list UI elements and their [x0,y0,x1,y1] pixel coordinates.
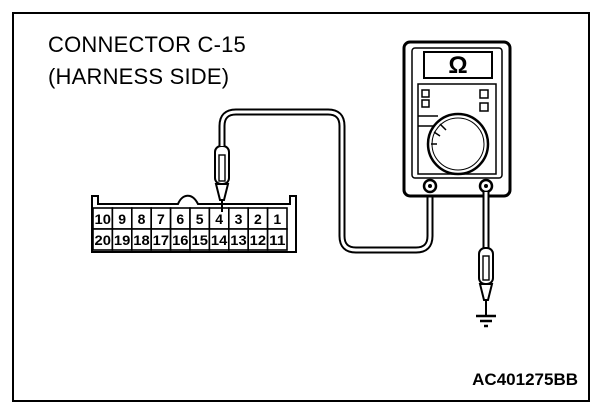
ohm-symbol: Ω [448,52,467,79]
pin-number: 8 [138,211,146,227]
probe-terminal-4 [214,145,230,212]
pin-number: 4 [215,211,223,227]
figure-id: AC401275BB [472,370,578,389]
pin-number: 15 [192,232,209,248]
pin-number: 16 [172,232,189,248]
pin-number: 3 [235,211,243,227]
ground-icon [476,314,496,328]
probe-tip [214,183,230,201]
pin-number: 6 [176,211,184,227]
ohmmeter: Ω [402,40,512,198]
pin-number: 9 [118,211,126,227]
meter-display [423,51,493,79]
pin-number: 17 [153,232,170,248]
pin-number: 14 [211,232,228,248]
pin-number: 2 [254,211,262,227]
test-lead-inner [220,110,432,252]
connector-housing [91,194,297,253]
rotary-dial [426,112,490,176]
mode-switch-icon [421,89,430,98]
pin-cell [266,228,288,251]
pin-number: 1 [273,211,281,227]
ground-probe [478,247,494,316]
pin-number: 13 [230,232,247,248]
pin-number: 20 [95,232,112,248]
pin-number: 12 [250,232,267,248]
pin-number: 7 [157,211,165,227]
pin-number: 18 [133,232,150,248]
connector-title: CONNECTOR C-15 [48,32,246,57]
pin-number: 11 [269,232,286,248]
pin-number: 5 [196,211,204,227]
pin-number: 19 [114,232,131,248]
connector-subtitle: (HARNESS SIDE) [48,64,230,89]
pin-number: 10 [95,211,112,227]
